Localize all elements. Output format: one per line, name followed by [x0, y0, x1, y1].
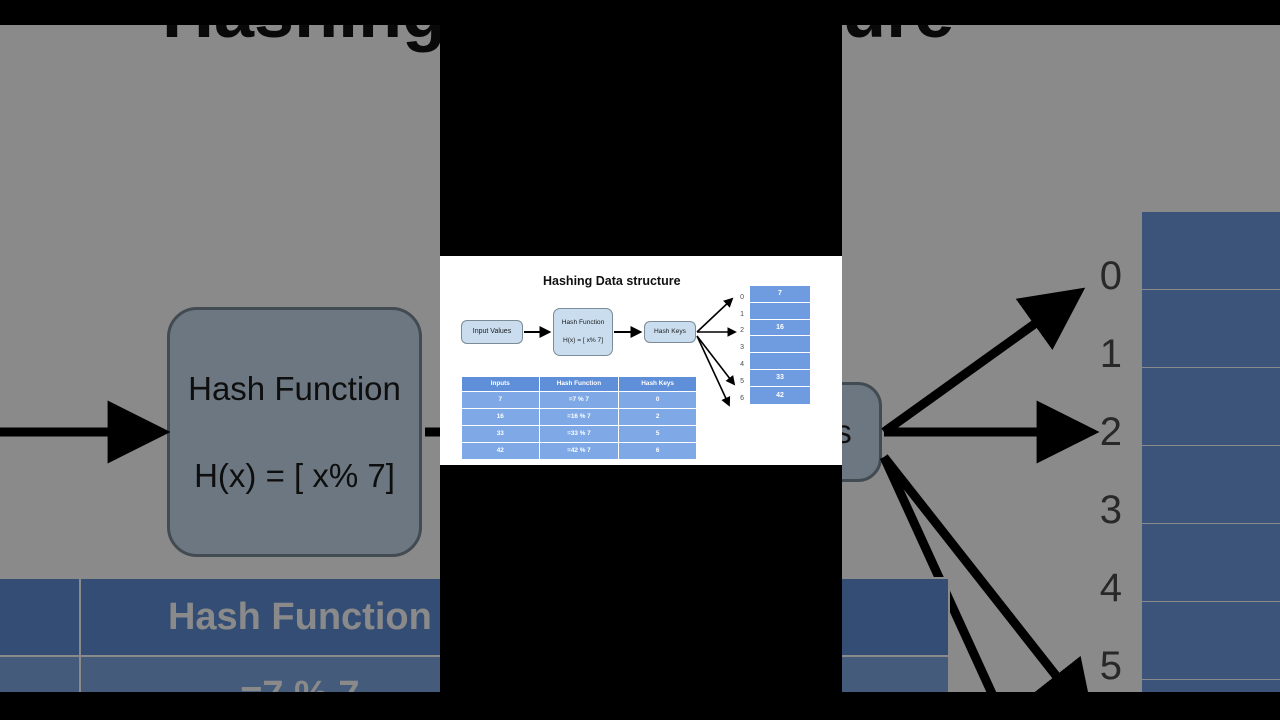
bg-hash-array: 7 16 33 42 [1142, 212, 1280, 692]
node-input-values: Input Values [461, 320, 523, 344]
video-content-panel: Hashing Data structure Input Values Hash… [440, 256, 842, 465]
index-label-4: 4 [740, 361, 744, 369]
bg-index-column: 0 1 2 3 4 5 6 [1062, 237, 1122, 692]
bg-index-5: 5 [1099, 643, 1122, 688]
bg-index-4: 4 [1099, 565, 1122, 610]
arrow-keys-to-index-5 [696, 335, 736, 386]
node-hash-function-label-1: Hash Function [561, 319, 605, 327]
index-label-3: 3 [740, 344, 744, 352]
bg-index-2: 2 [1099, 409, 1122, 454]
diagram-canvas: Hashing Data structure Input Values Hash… [440, 256, 842, 465]
index-label-6: 6 [740, 394, 744, 402]
table-row: 33 =33 % 7 5 [461, 424, 697, 443]
arrow-keys-to-index-0 [696, 297, 734, 333]
hash-array: 7 16 33 42 [750, 286, 810, 404]
table-header-row: Inputs Hash Function Hash Keys [461, 376, 697, 392]
bg-index-3: 3 [1099, 487, 1122, 532]
array-cell-5: 33 [750, 369, 810, 387]
bg-td-input-0: 7 [0, 655, 82, 692]
index-label-1: 1 [740, 310, 744, 318]
bg-array-cell-1 [1142, 290, 1280, 368]
td-key-1: 2 [618, 407, 697, 426]
bg-node-hash-function: Hash Function H(x) = [ x% 7] [167, 307, 422, 557]
th-hash-keys: Hash Keys [618, 376, 697, 392]
table-row: 42 =42 % 7 6 [461, 441, 697, 460]
bg-arrows [0, 287, 1100, 692]
td-fn-1: =16 % 7 [538, 407, 620, 426]
diagram-arrows [524, 297, 737, 407]
video-letterbox-bottom-column [440, 465, 842, 720]
td-key-2: 5 [618, 424, 697, 443]
th-inputs: Inputs [461, 376, 540, 392]
bg-array-cell-6: 42 [1142, 680, 1280, 692]
node-hash-keys: Hash Keys [644, 321, 696, 343]
hash-table: Inputs Hash Function Hash Keys 7 =7 % 7 … [461, 376, 697, 460]
index-column: 0 1 2 3 4 5 6 [734, 289, 744, 407]
td-key-3: 6 [618, 441, 697, 460]
bg-index-1: 1 [1099, 331, 1122, 376]
index-label-5: 5 [740, 377, 744, 385]
array-cell-6: 42 [750, 386, 810, 404]
td-input-0: 7 [461, 390, 540, 409]
td-key-0: 0 [618, 390, 697, 409]
node-hash-function-label-2: H(x) = [ x% 7] [562, 337, 604, 344]
td-fn-2: =33 % 7 [538, 424, 620, 443]
table-row: 7 =7 % 7 0 [461, 390, 697, 409]
th-hash-function: Hash Function [538, 376, 620, 392]
bg-array-cell-3 [1142, 446, 1280, 524]
td-input-3: 42 [461, 441, 540, 460]
bg-array-cell-0: 7 [1142, 212, 1280, 290]
index-label-0: 0 [740, 293, 744, 301]
array-cell-4 [750, 353, 810, 370]
index-label-2: 2 [740, 327, 744, 335]
arrow-keys-to-index-6 [696, 335, 731, 407]
bg-array-cell-5: 33 [1142, 602, 1280, 680]
array-cell-3 [750, 336, 810, 354]
bg-array-cell-4 [1142, 524, 1280, 602]
td-input-1: 16 [461, 407, 540, 426]
letterbox-bottom [0, 692, 1280, 720]
node-hash-function: Hash Function H(x) = [ x% 7] [553, 308, 613, 356]
td-input-2: 33 [461, 424, 540, 443]
td-fn-0: =7 % 7 [538, 390, 620, 409]
bg-node-hash-function-label-2: H(x) = [ x% 7] [194, 457, 395, 494]
bg-index-0: 0 [1099, 253, 1122, 298]
node-hash-keys-label: Hash Keys [654, 328, 686, 336]
video-letterbox-top-column [440, 0, 842, 256]
table-row: 16 =16 % 7 2 [461, 407, 697, 426]
td-fn-3: =42 % 7 [538, 441, 620, 460]
node-input-values-label: Input Values [472, 327, 512, 335]
bg-th-inputs: Inputs [0, 577, 82, 657]
array-cell-0: 7 [750, 286, 810, 303]
bg-array-cell-2: 16 [1142, 368, 1280, 446]
diagram-title: Hashing Data structure [543, 274, 681, 288]
bg-node-hash-function-label-1: Hash Function [188, 369, 401, 407]
letterbox-top [0, 0, 1280, 25]
array-cell-1 [750, 302, 810, 320]
array-cell-2: 16 [750, 319, 810, 337]
